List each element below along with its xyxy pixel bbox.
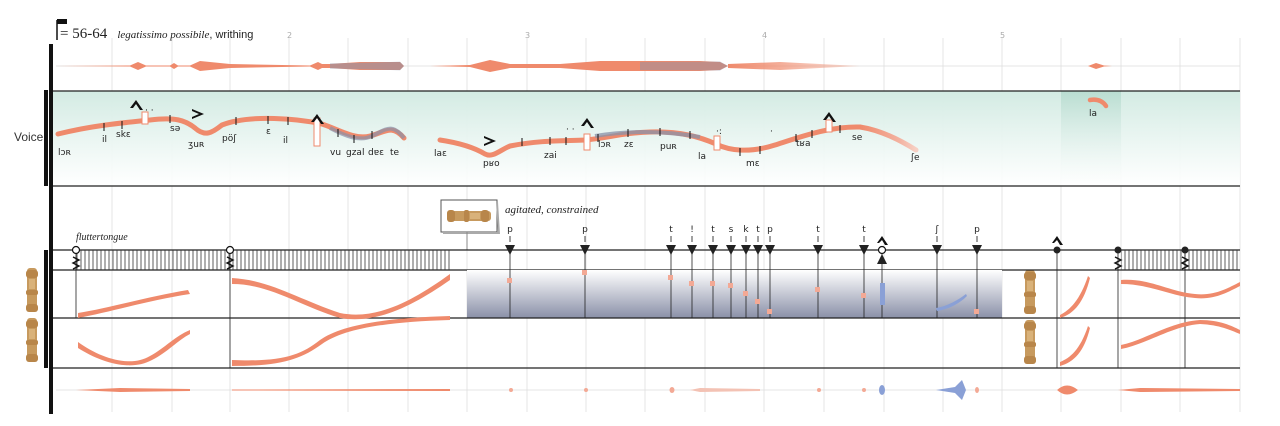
articulation: t — [862, 225, 866, 235]
recorder-icon — [26, 268, 38, 312]
lyric: la — [1089, 109, 1097, 119]
lyric: la — [698, 152, 706, 162]
expression-text-plain: , writhing — [209, 29, 254, 41]
svg-text:·:: ·: — [716, 127, 722, 137]
voice-contour-phrase-1 — [55, 111, 407, 147]
voice-label: Voice — [14, 130, 44, 144]
voice-bracket — [44, 90, 48, 186]
recorder-icon — [1024, 320, 1036, 364]
voice-staff — [53, 90, 1240, 187]
measure-number: 3 — [525, 31, 530, 40]
lyric: sə — [170, 124, 181, 134]
articulation: ! — [690, 225, 694, 235]
recorder-image-box — [440, 199, 500, 235]
lyric: gzal — [346, 148, 364, 158]
articulation: s — [729, 225, 734, 235]
lyric: te — [390, 148, 400, 158]
recorder-icon — [1024, 270, 1036, 314]
mood-label: agitated, constrained — [505, 204, 599, 216]
lyric: zɛ — [624, 140, 634, 150]
measure-number: 4 — [762, 31, 767, 40]
svg-text:·: · — [770, 127, 773, 137]
recorder-icon — [26, 318, 38, 362]
articulation: t — [816, 225, 820, 235]
lyric: ʃe — [910, 153, 920, 163]
lyric: laɛ — [434, 149, 447, 159]
lyric: pöʃ — [222, 134, 237, 144]
tempo-value: = 56-64 — [60, 26, 108, 42]
articulation: t — [669, 225, 673, 235]
svg-text:· ·: · · — [145, 106, 154, 116]
lyric: il — [283, 136, 288, 146]
lyric: dɐɛ — [368, 148, 384, 158]
fluttertongue-label: fluttertongue — [76, 232, 128, 243]
lyric: mɛ — [746, 159, 760, 169]
lyric: lɔʀ — [598, 140, 611, 150]
voice-dynamics — [56, 60, 1240, 72]
voice-lyrics: lɔʀ il skɛ sə ʒuʀ pöʃ ɛ il vu gzal dɐɛ t… — [58, 109, 1097, 169]
articulation: p — [507, 225, 513, 235]
lyric: tʁa — [796, 139, 810, 149]
lyric: pʁo — [483, 159, 500, 169]
recorder-contours — [78, 270, 1240, 366]
expression-text: legatissimo possibile — [117, 29, 210, 41]
voice-accent-marks: · · — [130, 100, 836, 146]
voice-contour-phrase-3 — [1087, 97, 1109, 109]
articulation: p — [582, 225, 588, 235]
measure-number: 5 — [1000, 31, 1005, 40]
lyric: se — [852, 133, 863, 143]
articulation-syllables: p p t ! t s k t p t t ʃ p — [507, 225, 980, 235]
lyric: skɛ — [116, 130, 131, 140]
lyric: lɔʀ — [58, 148, 71, 158]
articulation: p — [767, 225, 773, 235]
measure-numbers: 2 3 4 5 — [287, 31, 1005, 40]
system-bracket — [49, 44, 53, 414]
air-noise-region — [467, 270, 1002, 318]
tempo-marking: = 56-64 legatissimo possibile, writhing — [60, 26, 253, 43]
articulation-staff — [53, 249, 1240, 271]
lyric: il — [102, 135, 107, 145]
svg-text:· ·: · · — [566, 125, 575, 135]
articulation: ʃ — [934, 225, 939, 235]
articulation: t — [756, 225, 760, 235]
articulation: k — [743, 225, 749, 235]
recorder-dynamics — [56, 380, 1240, 400]
articulation: p — [974, 225, 980, 235]
recorder-attacks — [71, 236, 1190, 368]
lyric: zai — [544, 151, 557, 161]
lyric: vu — [330, 148, 341, 158]
lyric: ɛ — [266, 127, 271, 137]
recorder-bracket — [44, 250, 48, 368]
articulation: t — [711, 225, 715, 235]
recorder-staves — [53, 317, 1240, 369]
tempo-note-icon — [56, 19, 67, 40]
lyric: puʀ — [660, 142, 677, 152]
lyric: ʒuʀ — [188, 140, 205, 150]
measure-number: 2 — [287, 31, 292, 40]
voice-contour-phrase-2: · · ·: · — [437, 119, 919, 158]
